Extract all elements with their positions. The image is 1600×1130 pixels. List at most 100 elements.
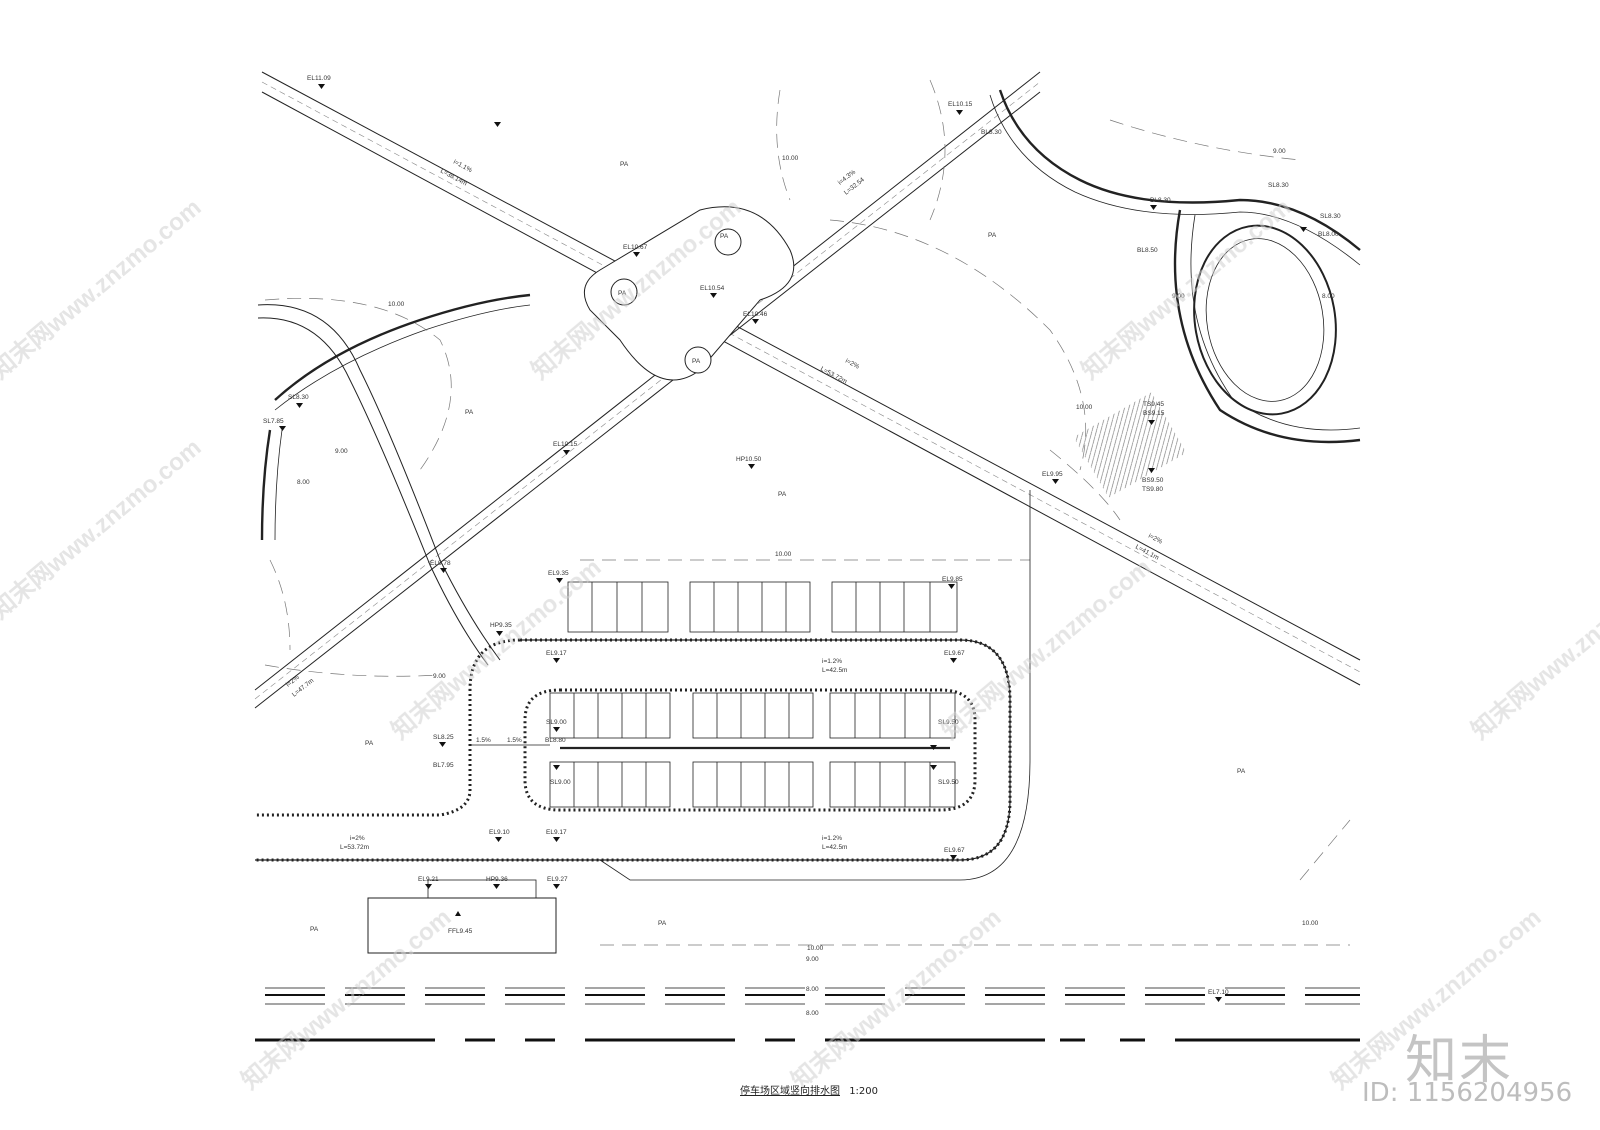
label-ts: TS9.80 xyxy=(1142,486,1163,493)
watermark-text: 知末网www.znzmo.com xyxy=(237,904,457,1095)
label-hp-9-36: HP9.36 xyxy=(486,876,508,883)
label-el-9-85: EL9.85 xyxy=(942,576,963,583)
label-bl: BL7.95 xyxy=(433,762,454,769)
left-curved-path xyxy=(257,293,531,666)
label-slope: i=2% xyxy=(844,358,860,371)
label-hp-10-50: HP10.50 xyxy=(736,456,762,463)
watermark-text: 知末网www.znzmo.com xyxy=(787,904,1007,1095)
label-bl: BL8.30 xyxy=(1150,197,1171,204)
label-slope: i=2% xyxy=(1147,533,1163,546)
parking-loop xyxy=(255,490,1031,881)
watermark-text: 知末网www.znzmo.com xyxy=(937,554,1157,745)
label-sl: SL8.30 xyxy=(1268,182,1289,189)
label-sl: SL9.00 xyxy=(550,779,571,786)
label-length: L=53.72m xyxy=(819,366,848,386)
label-contour: 10.00 xyxy=(1302,920,1319,927)
label-sl: SL9.00 xyxy=(546,719,567,726)
label-el-10-54: EL10.54 xyxy=(700,285,725,292)
label-slope: i=2% xyxy=(350,835,365,842)
label-pa: PA xyxy=(658,920,667,927)
label-contour: 10.00 xyxy=(807,945,824,952)
label-sl: SL7.85 xyxy=(263,418,284,425)
label-length: L=53.72m xyxy=(340,844,369,851)
watermark-text: 知末网www.znzmo.com xyxy=(1467,554,1600,745)
watermark-group: 知末网www.znzmo.com 知末网www.znzmo.com 知末网www… xyxy=(0,194,1600,1095)
diagonal-road-nw-se xyxy=(261,71,1361,686)
label-sl: SL8.30 xyxy=(288,394,309,401)
label-el-11-09: EL11.09 xyxy=(307,75,331,82)
label-bs: BS9.15 xyxy=(1143,410,1165,417)
label-sl: SL9.50 xyxy=(938,719,959,726)
label-el-9-35: EL9.35 xyxy=(548,570,569,577)
elevation-markers xyxy=(279,84,1307,1002)
label-slope: 1.5% xyxy=(476,737,491,744)
label-pa: PA xyxy=(310,926,319,933)
label-contour: 10.00 xyxy=(388,301,405,308)
label-el-9-95: EL9.95 xyxy=(1042,471,1063,478)
bottom-road-markings xyxy=(255,987,1360,1042)
label-pa: PA xyxy=(620,161,629,168)
label-hp-9-35: HP9.35 xyxy=(490,622,512,629)
watermark-id: ID: 1156204956 xyxy=(1362,1078,1573,1108)
label-el-10-15: EL10.15 xyxy=(948,101,973,108)
label-slope: i=1.2% xyxy=(822,835,842,842)
label-ffl-9-45: FFL9.45 xyxy=(448,928,473,935)
label-sl: SL8.30 xyxy=(1320,213,1341,220)
label-el-10-15: EL10.15 xyxy=(553,441,578,448)
label-bl: BL8.80 xyxy=(545,737,566,744)
label-slope: i=1.1% xyxy=(452,159,473,175)
watermark-text: 知末网www.znzmo.com xyxy=(1077,194,1297,385)
label-contour: 8.00 xyxy=(1322,293,1335,300)
label-el-9-17: EL9.17 xyxy=(546,650,567,657)
label-pa: PA xyxy=(618,290,627,297)
label-contour: 9.00 xyxy=(1273,148,1286,155)
label-pa: PA xyxy=(1237,768,1246,775)
watermark-logo: 知末 xyxy=(1405,1031,1514,1091)
label-contour: 10.00 xyxy=(1076,404,1093,411)
label-pa: PA xyxy=(988,232,997,239)
label-length: L=42.5m xyxy=(822,844,847,851)
diagonal-road-sw-ne xyxy=(254,71,1041,709)
label-el-9-17: EL9.17 xyxy=(546,829,567,836)
contour-lines xyxy=(264,79,1351,946)
label-contour: 10.00 xyxy=(782,155,799,162)
label-bs: BS9.50 xyxy=(1142,477,1164,484)
label-contour: 10.00 xyxy=(775,551,792,558)
label-sl: SL9.50 xyxy=(938,779,959,786)
drawing-scale: 1:200 xyxy=(849,1086,879,1097)
label-ts: TS9.45 xyxy=(1143,401,1164,408)
label-slope: 1.5% xyxy=(507,737,522,744)
drawing-caption: 停车场区域竖向排水图 1:200 xyxy=(740,1082,878,1097)
paving-hatch xyxy=(1073,392,1187,498)
label-el-9-67: EL9.67 xyxy=(944,650,965,657)
label-el-9-67: EL9.67 xyxy=(944,847,965,854)
label-sl: SL8.25 xyxy=(433,734,454,741)
parking-stalls xyxy=(470,581,958,808)
central-plaza xyxy=(583,206,795,381)
label-bl: BL8.00 xyxy=(1318,231,1339,238)
watermark-text: 知末网www.znzmo.com xyxy=(0,194,206,385)
label-el-9-78: EL9.78 xyxy=(430,560,451,567)
watermark-text: 知末网www.znzmo.com xyxy=(0,434,206,625)
label-contour: 8.00 xyxy=(297,479,310,486)
label-contour: 9.00 xyxy=(335,448,348,455)
right-pond-feature xyxy=(989,89,1361,444)
label-el-7-10: EL7.10 xyxy=(1208,989,1229,996)
label-length: L=42.5m xyxy=(822,667,847,674)
label-bl: BL8.50 xyxy=(1137,247,1158,254)
label-pa: PA xyxy=(778,491,787,498)
label-contour: 9.00 xyxy=(433,673,446,680)
label-contour: 9.00 xyxy=(806,956,819,963)
label-pa: PA xyxy=(720,233,729,240)
label-el-10-67: EL10.67 xyxy=(623,244,648,251)
label-contour: 9.00 xyxy=(1172,293,1185,300)
label-el-9-10: EL9.10 xyxy=(489,829,510,836)
label-pa: PA xyxy=(465,409,474,416)
label-contour: 8.00 xyxy=(806,1010,819,1017)
drawing-title: 停车场区域竖向排水图 xyxy=(740,1086,840,1097)
label-el-9-21: EL9.21 xyxy=(418,876,439,883)
label-el-9-27: EL9.27 xyxy=(547,876,568,883)
label-slope: i=1.2% xyxy=(822,658,842,665)
label-bl: BL8.30 xyxy=(981,129,1002,136)
